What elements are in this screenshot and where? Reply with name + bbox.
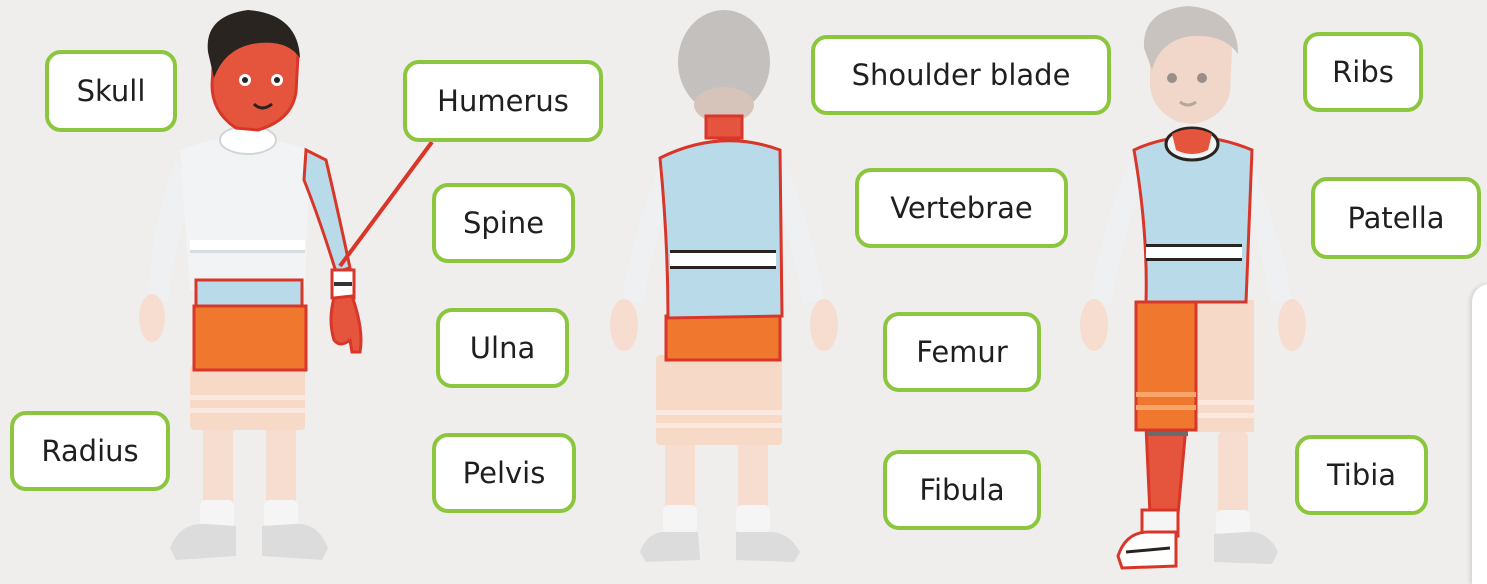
patella-label[interactable]: Patella (1311, 177, 1481, 259)
humerus-pointer-line (340, 142, 432, 266)
humerus-label[interactable]: Humerus (403, 60, 603, 142)
back-figure-icon (610, 10, 838, 562)
front-figure-faded-icon (1080, 6, 1306, 568)
ribs-label[interactable]: Ribs (1303, 32, 1423, 112)
shoulder-blade-label[interactable]: Shoulder blade (811, 35, 1111, 115)
skull-label[interactable]: Skull (45, 50, 177, 132)
spine-label[interactable]: Spine (432, 183, 575, 263)
ulna-label[interactable]: Ulna (436, 308, 569, 388)
tibia-label[interactable]: Tibia (1295, 435, 1428, 515)
side-panel-edge (1472, 284, 1487, 584)
radius-label[interactable]: Radius (10, 411, 170, 491)
fibula-label[interactable]: Fibula (883, 450, 1041, 530)
skeleton-labeling-activity: Skull Humerus Spine Ulna Radius Pelvis S… (0, 0, 1487, 571)
figures-canvas (0, 0, 1487, 571)
pelvis-label[interactable]: Pelvis (432, 433, 576, 513)
femur-label[interactable]: Femur (883, 312, 1041, 392)
vertebrae-label[interactable]: Vertebrae (855, 168, 1068, 248)
